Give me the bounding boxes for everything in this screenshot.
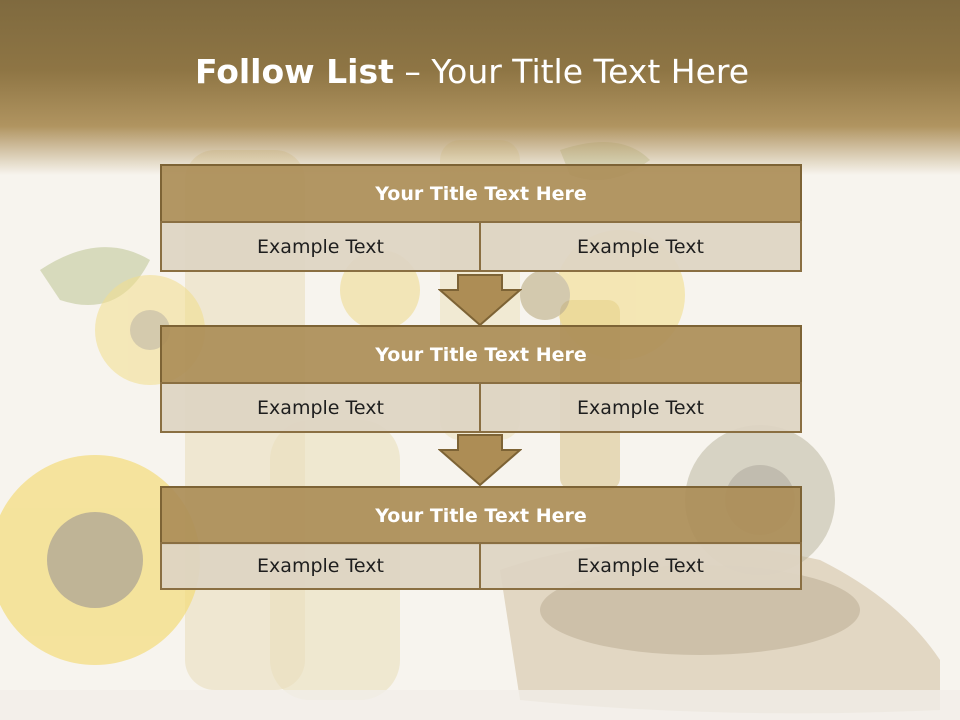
block-left-cell: Example Text — [160, 221, 481, 272]
block-left-cell: Example Text — [160, 382, 481, 433]
block-left-cell: Example Text — [160, 542, 481, 590]
down-arrow-icon — [438, 434, 522, 486]
block-right-cell: Example Text — [479, 542, 802, 590]
block-right-cell: Example Text — [479, 382, 802, 433]
slide-title-rest: – Your Title Text Here — [393, 52, 750, 91]
block-right-cell: Example Text — [479, 221, 802, 272]
slide-title: Follow List – Your Title Text Here — [0, 52, 944, 91]
down-arrow-icon — [438, 274, 522, 326]
header-band — [0, 0, 960, 175]
block-title: Your Title Text Here — [160, 164, 802, 223]
slide-title-bold: Follow List — [194, 52, 394, 91]
block-title: Your Title Text Here — [160, 325, 802, 384]
block-title: Your Title Text Here — [160, 486, 802, 545]
